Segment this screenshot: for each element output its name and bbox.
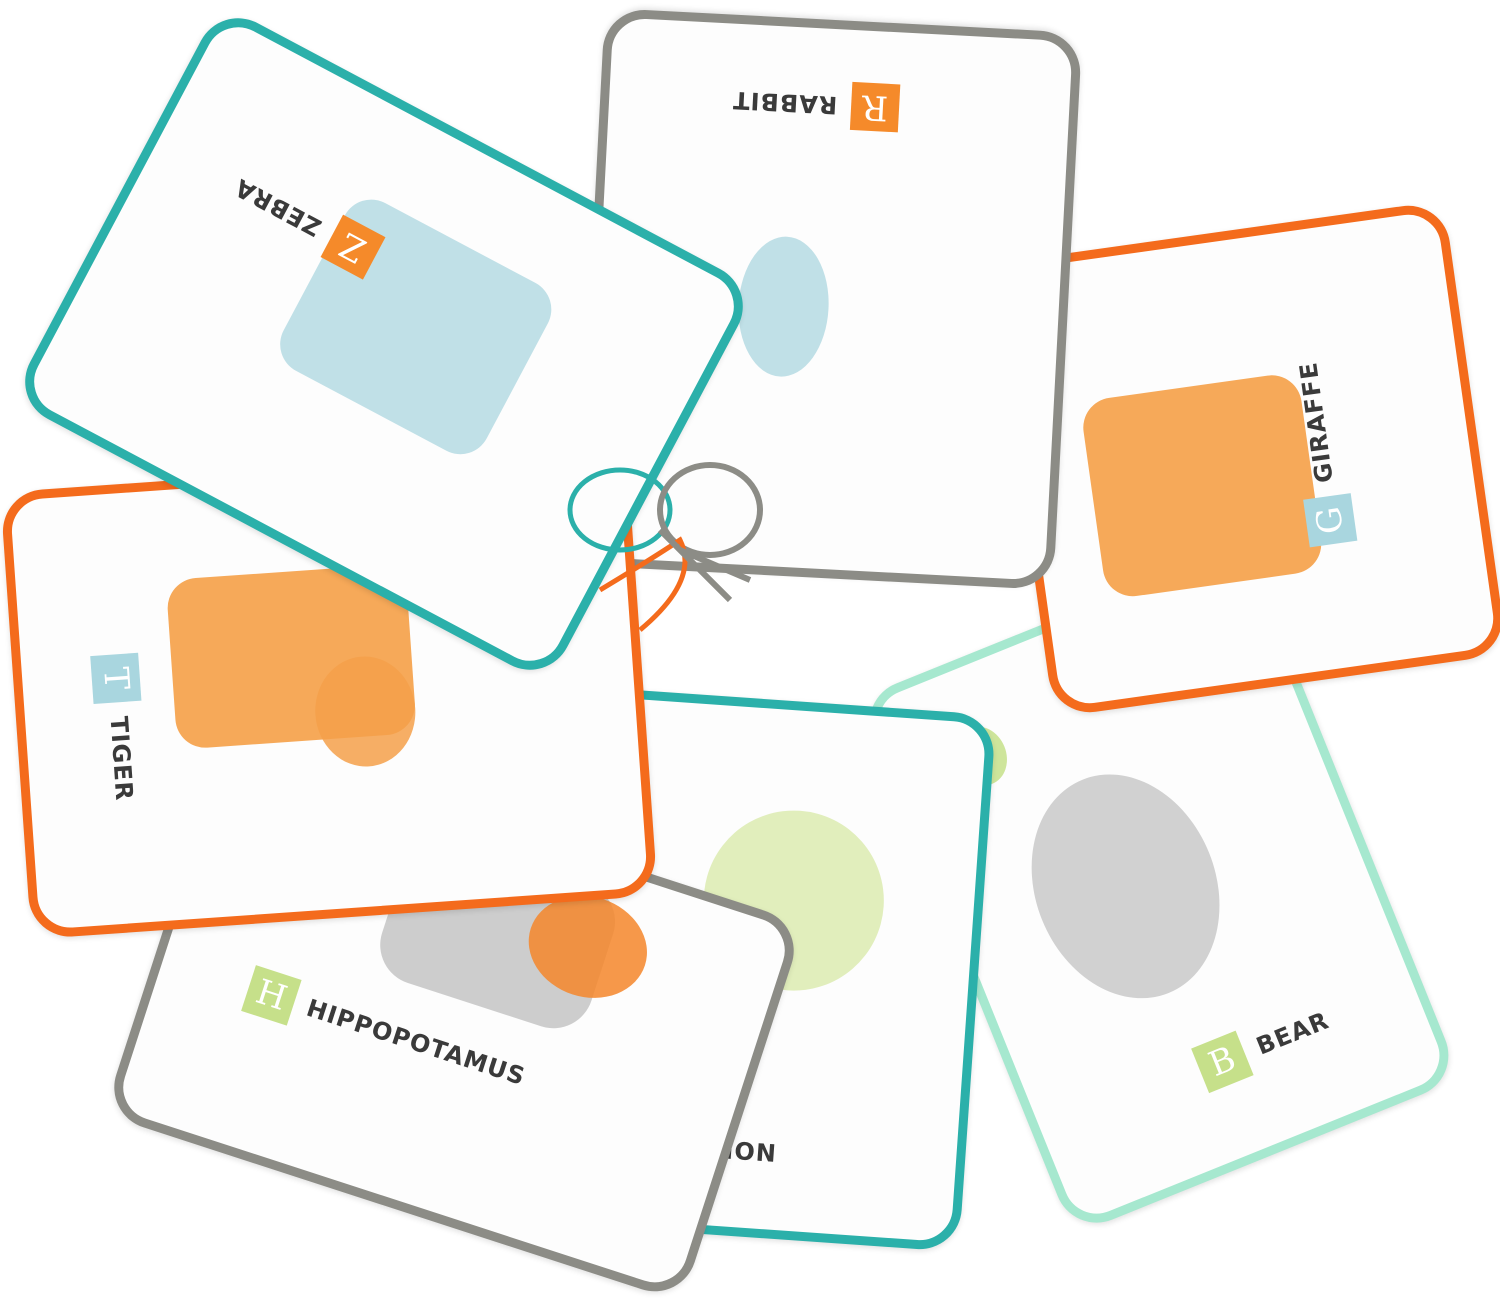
letter-box: H <box>241 965 302 1026</box>
giraffe-illustration <box>1079 371 1326 601</box>
animal-name: GIRAFFE <box>1294 359 1339 485</box>
letter-box: B <box>1191 1030 1254 1094</box>
letter-box: R <box>849 81 901 133</box>
rabbit-label: R RABBIT <box>731 76 901 133</box>
tie-orange <box>598 536 688 632</box>
tie-gray-knot <box>657 527 752 603</box>
tie-loop-teal <box>567 467 673 553</box>
letter-box: T <box>90 652 142 705</box>
animal-name: BEAR <box>1252 1006 1334 1061</box>
bib-ties <box>567 462 763 632</box>
animal-name: ZEBRA <box>229 172 327 242</box>
bear-illustration <box>999 745 1253 1027</box>
animal-name: TIGER <box>104 715 139 802</box>
letter-box: G <box>1303 493 1358 548</box>
tiger-label: T TIGER <box>90 652 148 803</box>
rabbit-illustration <box>734 234 833 379</box>
animal-name: RABBIT <box>731 85 838 120</box>
tie-loop-gray <box>657 462 763 558</box>
bear-label: B BEAR <box>1191 997 1337 1094</box>
